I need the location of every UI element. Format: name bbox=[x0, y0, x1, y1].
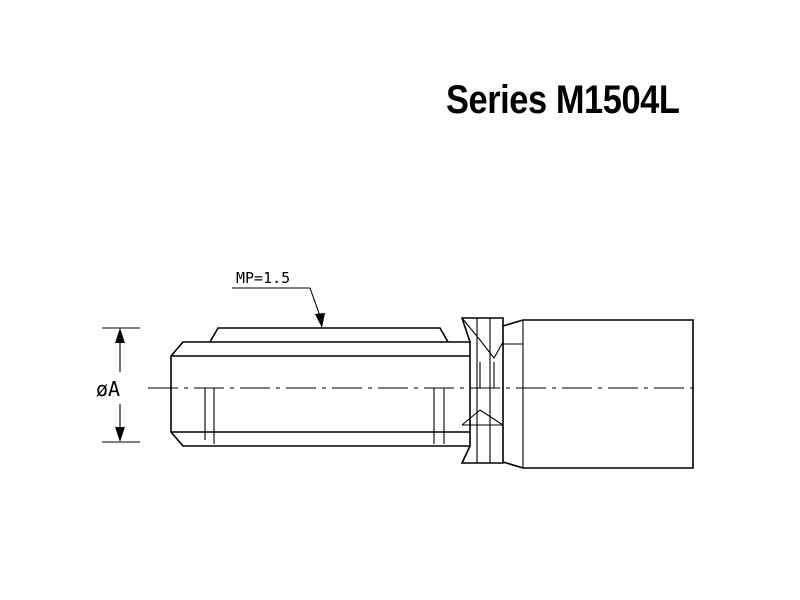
diameter-label: øA bbox=[96, 377, 120, 401]
pitch-label: MP=1.5 bbox=[236, 269, 290, 287]
threaded-stem bbox=[170, 327, 471, 447]
hose-socket bbox=[502, 319, 694, 469]
pitch-leader bbox=[232, 287, 325, 328]
diameter-dimension bbox=[102, 327, 140, 443]
page-title: Series M1504L bbox=[446, 78, 680, 122]
hex-nut bbox=[460, 317, 504, 464]
